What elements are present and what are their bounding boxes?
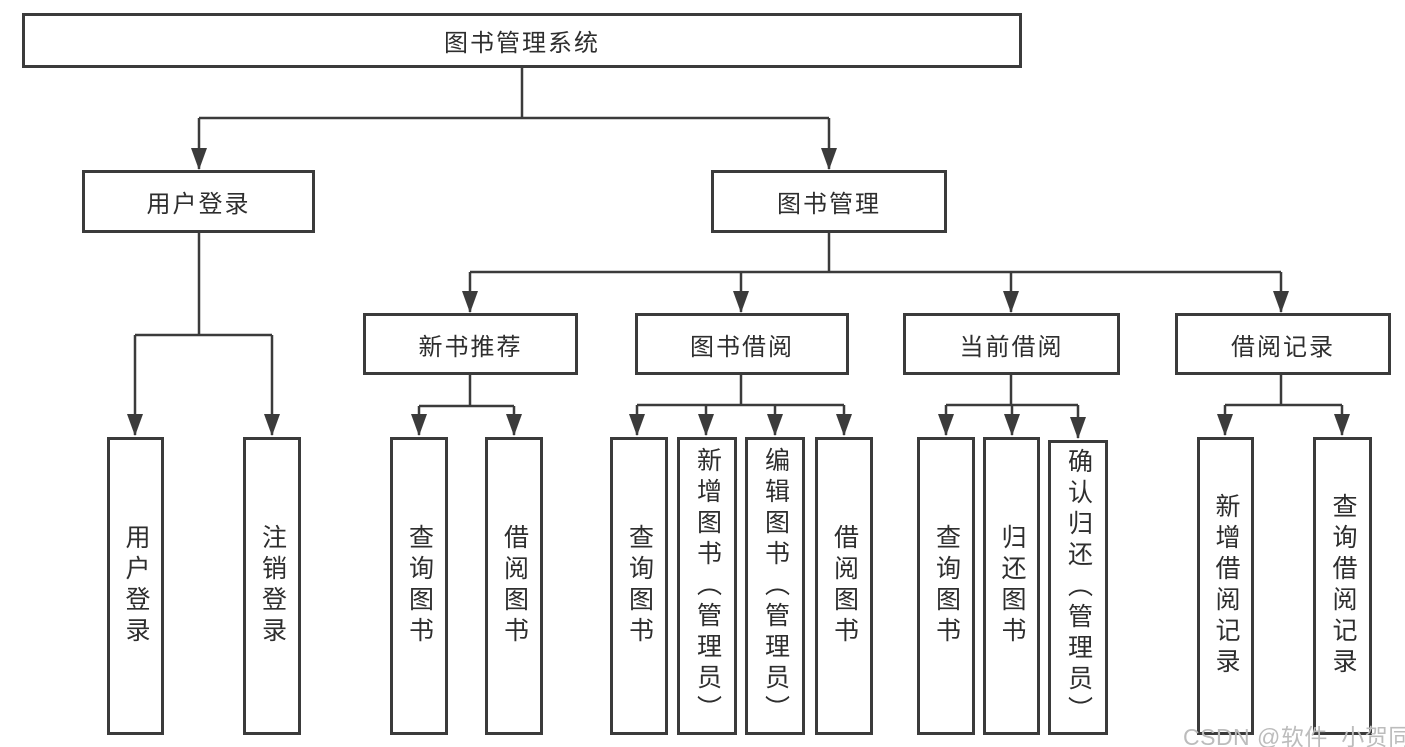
node-new-book-recommend: 新书推荐 (363, 313, 578, 375)
leaf-bb-edit-books-admin: 编辑图书（管理员） (745, 437, 805, 735)
leaf-user-login: 用户登录 (107, 437, 164, 735)
leaf-bb-add-books-admin: 新增图书（管理员） (677, 437, 737, 735)
node-book-borrow: 图书借阅 (635, 313, 849, 375)
leaf-nbr-query-books: 查询图书 (390, 437, 448, 735)
leaf-br-query-record: 查询借阅记录 (1313, 437, 1372, 735)
leaf-br-add-record: 新增借阅记录 (1197, 437, 1254, 735)
node-root: 图书管理系统 (22, 13, 1022, 68)
leaf-cb-query-books: 查询图书 (917, 437, 975, 735)
leaf-cb-return-books: 归还图书 (983, 437, 1040, 735)
leaf-bb-query-books: 查询图书 (610, 437, 668, 735)
node-current-borrow: 当前借阅 (903, 313, 1120, 375)
leaf-cb-confirm-return-admin: 确认归还（管理员） (1048, 440, 1108, 735)
node-user-login: 用户登录 (82, 170, 315, 233)
node-borrow-records: 借阅记录 (1175, 313, 1391, 375)
csdn-watermark: CSDN @软件_小贺同学 (1183, 724, 1405, 747)
leaf-logout: 注销登录 (243, 437, 301, 735)
node-book-management: 图书管理 (711, 170, 947, 233)
leaf-bb-borrow-books: 借阅图书 (815, 437, 873, 735)
leaf-nbr-borrow-books: 借阅图书 (485, 437, 543, 735)
